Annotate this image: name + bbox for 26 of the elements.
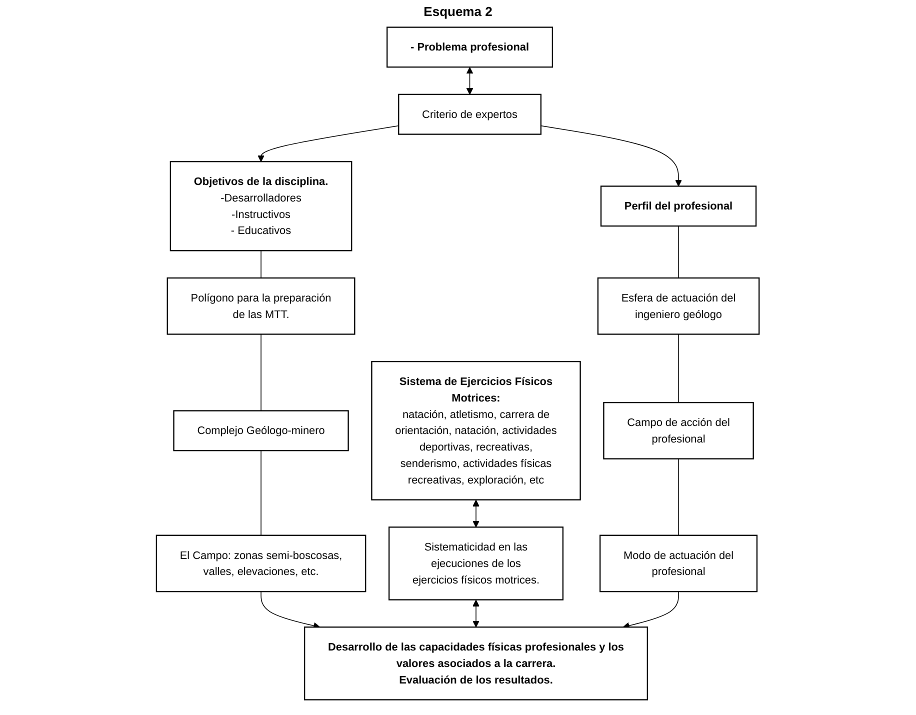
node-box: Perfil del profesional <box>600 186 757 227</box>
diagram-title: Esquema 2 <box>422 3 494 21</box>
connector <box>678 334 680 403</box>
node-box: Complejo Geólogo-minero <box>173 410 350 452</box>
node-box: Campo de acción del profesional <box>603 402 754 460</box>
arrow <box>472 500 480 528</box>
arrow <box>258 125 400 162</box>
node-box: Objetivos de la disciplina. -Desarrolladores -Instructivos - Educativos <box>170 161 352 252</box>
node-box: Polígono para la preparación de las MTT. <box>167 277 356 335</box>
arrow <box>472 600 480 628</box>
connector <box>260 450 262 536</box>
node-box: Desarrollo de las capacidades físicas profesionales y los valores asociados a la carrera. Evaluación de los resultados. <box>304 626 648 700</box>
arrow <box>540 125 682 186</box>
connector <box>260 334 262 412</box>
node-box: Sistema de Ejercicios Físicos Motrices: natación, atletismo, carrera de orientación, natación, actividades deportivas, recreativas, senderismo, actividades físicas recreativas, exploración, etc <box>371 360 582 500</box>
connector <box>678 458 680 536</box>
node-box: Criterio de expertos <box>398 94 542 135</box>
arrow <box>466 67 474 95</box>
arrow <box>623 591 680 629</box>
node-box: Esfera de actuación del ingeniero geólogo <box>598 277 760 335</box>
node-box: El Campo: zonas semi-boscosas, valles, elevaciones, etc. <box>156 534 366 592</box>
node-box: Sistematicidad en las ejecuciones de los ejercicios físicos motrices. <box>388 526 564 600</box>
connector <box>678 226 680 278</box>
connector <box>260 250 262 278</box>
node-box: Modo de actuación del profesional <box>600 534 758 592</box>
node-box: - Problema profesional <box>386 26 554 68</box>
